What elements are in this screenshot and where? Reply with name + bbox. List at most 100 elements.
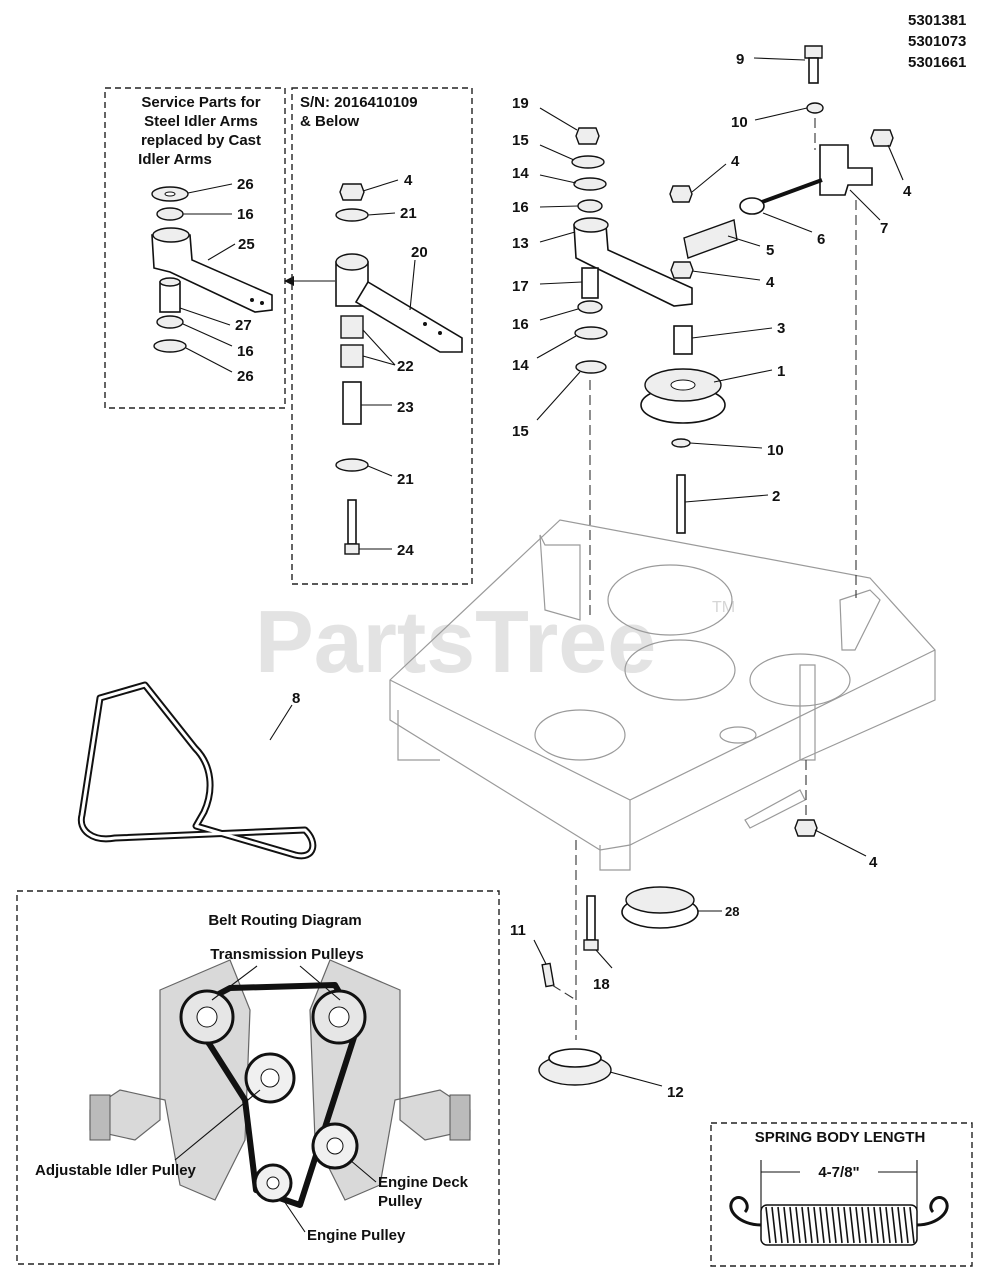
callout-16: 16 bbox=[237, 206, 254, 223]
spring-coil bbox=[807, 1206, 813, 1244]
callout-4: 4 bbox=[404, 172, 413, 189]
spring-coil bbox=[873, 1206, 879, 1244]
pulley-hub bbox=[260, 1068, 280, 1088]
nut-part bbox=[670, 261, 694, 279]
bearing-part bbox=[156, 207, 184, 221]
spring-coil bbox=[837, 1206, 843, 1244]
spring-coil bbox=[789, 1206, 795, 1244]
callout-24: 24 bbox=[397, 542, 414, 559]
frame-edge bbox=[389, 679, 631, 845]
frame-edge bbox=[397, 710, 440, 761]
callout-23: 23 bbox=[397, 399, 414, 416]
leader-line bbox=[299, 965, 341, 1001]
callout-10: 10 bbox=[767, 442, 784, 459]
frame-opening bbox=[534, 709, 626, 761]
leader-line bbox=[691, 270, 761, 281]
spring-coil bbox=[885, 1206, 891, 1244]
arm-hole bbox=[423, 322, 427, 326]
callout-15b: 15 bbox=[512, 423, 529, 440]
right-axle bbox=[449, 1094, 471, 1141]
callout-19: 19 bbox=[512, 95, 529, 112]
key-part bbox=[541, 962, 555, 988]
washer-hole bbox=[164, 191, 176, 197]
leader-line bbox=[349, 1159, 377, 1183]
callout-4c: 4 bbox=[903, 183, 912, 200]
watermark-text: PartsTree bbox=[255, 592, 656, 691]
leader-line bbox=[539, 144, 575, 161]
leader-line bbox=[539, 231, 576, 243]
washer-part bbox=[335, 208, 369, 222]
callout-2: 2 bbox=[772, 488, 780, 505]
callout-13: 13 bbox=[512, 235, 529, 252]
callout-10b: 10 bbox=[731, 114, 748, 131]
callout-28: 28 bbox=[725, 904, 739, 919]
callout-7: 7 bbox=[880, 220, 888, 237]
bearing-part bbox=[577, 300, 603, 314]
spring-coil bbox=[831, 1206, 837, 1244]
arm-hole bbox=[438, 331, 442, 335]
spring-length-box: SPRING BODY LENGTH 4-7/8" bbox=[710, 1122, 973, 1267]
leader-line bbox=[174, 1089, 261, 1161]
leader-line bbox=[609, 1071, 663, 1087]
callout-8: 8 bbox=[292, 690, 300, 707]
serial-box-border bbox=[291, 87, 473, 585]
leader-line bbox=[691, 327, 773, 339]
leader-line bbox=[539, 308, 579, 321]
serial-title-line-2: & Below bbox=[300, 113, 360, 130]
spring-coils bbox=[765, 1206, 915, 1244]
bolt-head bbox=[804, 45, 823, 59]
callout-25: 25 bbox=[238, 236, 255, 253]
washer-part bbox=[575, 360, 607, 374]
spacer-top bbox=[159, 277, 181, 287]
idler-pulley-hub bbox=[670, 379, 696, 391]
callout-6: 6 bbox=[817, 231, 825, 248]
eyebolt-shaft bbox=[761, 178, 823, 204]
callout-3: 3 bbox=[777, 320, 785, 337]
callout-16: 16 bbox=[512, 199, 529, 216]
extension-spring bbox=[683, 219, 738, 259]
spring-coil bbox=[795, 1206, 801, 1244]
washer-part bbox=[571, 155, 605, 169]
belt-routing-title: Belt Routing Diagram bbox=[208, 912, 361, 929]
spring-length-value: 4-7/8" bbox=[818, 1164, 859, 1181]
callout-5: 5 bbox=[766, 242, 774, 259]
spacer-part bbox=[581, 267, 599, 299]
spring-coil bbox=[801, 1206, 807, 1244]
callout-21: 21 bbox=[400, 205, 417, 222]
leader-line bbox=[185, 347, 233, 373]
part-number-list: 5301381 5301073 5301661 bbox=[908, 12, 966, 71]
spring-hook-right bbox=[916, 1196, 949, 1227]
cast-idler-arm-hub bbox=[573, 217, 609, 233]
leader-line bbox=[211, 965, 258, 1001]
leader-line bbox=[362, 355, 396, 366]
frame-outline bbox=[389, 519, 936, 851]
spacer-part bbox=[342, 381, 362, 425]
deck-pulley-label-line-1: Engine Deck bbox=[378, 1174, 469, 1191]
leader-line bbox=[539, 107, 578, 131]
washer-part bbox=[574, 326, 608, 340]
leader-line bbox=[409, 259, 416, 311]
arm-hole bbox=[250, 298, 254, 302]
idler-arm-hub bbox=[152, 227, 190, 243]
callout-27: 27 bbox=[235, 317, 252, 334]
bolt-part bbox=[347, 499, 357, 545]
belt-inner bbox=[79, 683, 315, 858]
callout-15: 15 bbox=[512, 132, 529, 149]
leader-line bbox=[887, 144, 904, 181]
nut-part bbox=[339, 183, 365, 201]
callout-1: 1 bbox=[777, 363, 785, 380]
spring-bracket bbox=[819, 144, 873, 196]
leader-line bbox=[281, 1197, 306, 1233]
frame-post bbox=[799, 664, 816, 761]
callout-21b: 21 bbox=[397, 471, 414, 488]
callout-14b: 14 bbox=[512, 357, 529, 374]
leader-line bbox=[754, 107, 808, 121]
callout-20: 20 bbox=[411, 244, 428, 261]
spacer-part bbox=[673, 325, 693, 355]
washer-part bbox=[671, 438, 691, 448]
service-title-line-4: Idler Arms bbox=[138, 151, 212, 168]
steel-arm-tube-top bbox=[335, 253, 369, 271]
serial-title-line-1: S/N: 2016410109 bbox=[300, 94, 418, 111]
leader-line bbox=[362, 329, 396, 366]
